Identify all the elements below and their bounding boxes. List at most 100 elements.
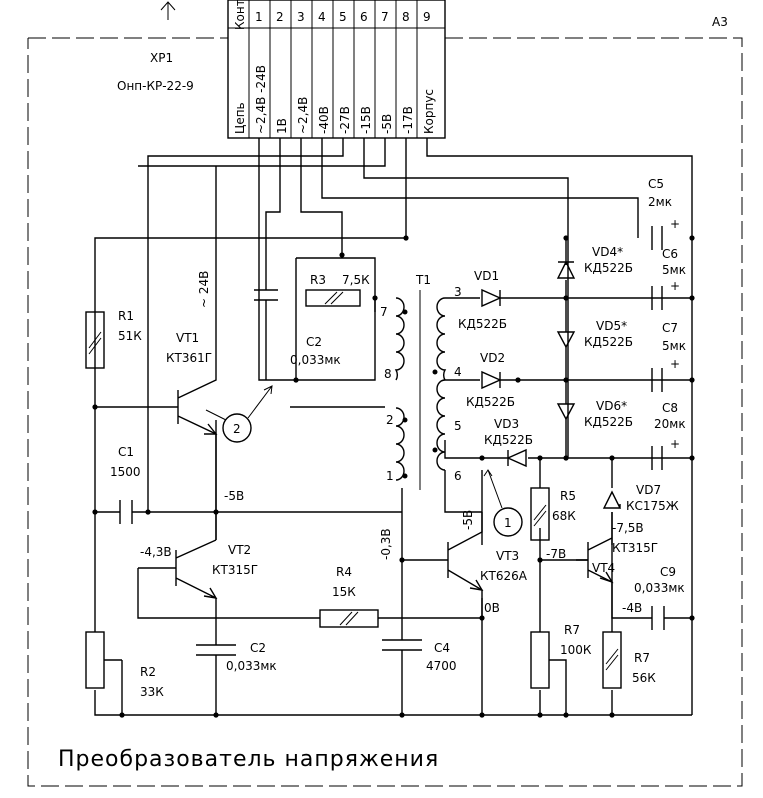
xp1-ref: XP1 <box>150 51 173 65</box>
callout-1-label: 1 <box>504 516 512 530</box>
resistor-r7a: R7 100К <box>530 623 592 715</box>
voltage-label: -7,5В <box>612 521 644 535</box>
resistor-r2: R2 33К <box>85 631 164 699</box>
resistor-r5: R5 68К <box>530 487 576 541</box>
capacitor-c4: C4 4700 <box>382 639 457 673</box>
r5-value: 68К <box>552 509 576 523</box>
callout-1: 1 <box>483 469 523 537</box>
vt2-value: КТ315Г <box>212 563 258 577</box>
c8-ref: C8 <box>662 401 678 415</box>
xp1-pin-num: 8 <box>402 10 410 24</box>
xp1-pin-num: 5 <box>339 10 347 24</box>
vd6-value: КД522Б <box>584 415 633 429</box>
voltage-label: -5В <box>224 489 244 503</box>
resistor-r3: R3 7,5К <box>305 273 370 307</box>
xp1-pin-num: 4 <box>318 10 326 24</box>
capacitor-c2a: C2 0,033мк <box>254 289 341 380</box>
resistor-r4: R4 15К <box>319 565 379 628</box>
xp1-pin-net: -40В <box>317 106 331 134</box>
c8-value: 20мк <box>654 417 686 431</box>
voltage-label: -0,3В <box>379 528 393 560</box>
c2b-value: 0,033мк <box>226 659 277 673</box>
r7b-value: 56К <box>632 671 656 685</box>
t1-pin: 5 <box>454 419 462 433</box>
connector-xp1: XP1 Онп-КР-22-9 Конт. Цепь 1 2 3 4 5 6 7… <box>117 0 446 139</box>
c2b-ref: C2 <box>250 641 266 655</box>
transistor-vt4: VT4 КТ315Г <box>576 537 658 598</box>
xp1-pin-num: 3 <box>297 10 305 24</box>
c6-ref: C6 <box>662 247 678 261</box>
transistor-vt1: VT1 КТ361Г <box>160 166 218 540</box>
r2-ref: R2 <box>140 665 156 679</box>
xp1-pin-net: 1В <box>275 118 289 134</box>
c5-value: 2мк <box>648 195 672 209</box>
c7-ref: C7 <box>662 321 678 335</box>
capacitor-c7: C7 5мк + <box>651 321 686 392</box>
xp1-pin-net: -27В <box>338 106 352 134</box>
capacitor-c5: C5 2мк + <box>648 177 680 250</box>
vd7-value: КС175Ж <box>626 499 679 513</box>
xp1-pin-net: ~2,4В <box>296 97 310 134</box>
c4-value: 4700 <box>426 659 457 673</box>
diode-vd4: VD4* КД522Б <box>556 245 633 279</box>
vt3-value: КТ626А <box>480 569 528 583</box>
vd5-value: КД522Б <box>584 335 633 349</box>
callout-2: 2 <box>205 385 273 443</box>
voltage-label: 0В <box>484 601 500 615</box>
sheet-format: A3 <box>712 15 728 29</box>
vd1-value: КД522Б <box>458 317 507 331</box>
r7a-ref: R7 <box>564 623 580 637</box>
c2a-ref: C2 <box>306 335 322 349</box>
xp1-header-circuit: Цепь <box>233 102 247 134</box>
capacitor-c1: C1 1500 <box>110 445 141 524</box>
c7-value: 5мк <box>662 339 686 353</box>
c5-ref: C5 <box>648 177 664 191</box>
vd2-value: КД522Б <box>466 395 515 409</box>
vt1-ref: VT1 <box>176 331 199 345</box>
xp1-pin-net: -17В <box>401 106 415 134</box>
xp1-pin-net: ~2,4В -24В <box>254 65 268 134</box>
voltage-label: -5В <box>461 510 475 530</box>
xp1-pin-num: 1 <box>255 10 263 24</box>
frame: A3 Преобразователь напряжения <box>27 1 743 787</box>
xp1-pin-net: -15В <box>359 106 373 134</box>
diode-vd1: VD1 КД522Б <box>458 269 507 331</box>
xp1-pin-num: 6 <box>360 10 368 24</box>
t1-pin: 7 <box>380 305 388 319</box>
c5-plus: + <box>670 217 680 231</box>
diode-vd2: VD2 КД522Б <box>466 351 515 409</box>
wires <box>94 138 693 716</box>
t1-pin: 4 <box>454 365 462 379</box>
vd3-value: КД522Б <box>484 433 533 447</box>
voltage-label: -7В <box>546 547 566 561</box>
sheet-title: Преобразователь напряжения <box>58 747 439 772</box>
voltage-annotations: ~ 24В -5В -4,3В -0,3В -5В -7В -7,5В -4В … <box>140 271 644 615</box>
r7b-ref: R7 <box>634 651 650 665</box>
r2-value: 33К <box>140 685 164 699</box>
r5-ref: R5 <box>560 489 576 503</box>
capacitor-c6: C6 5мк + <box>651 247 686 310</box>
diode-vd3: VD3 КД522Б <box>484 417 533 468</box>
c2a-value: 0,033мк <box>290 353 341 367</box>
transistor-vt3: VT3 КТ626А <box>438 512 528 618</box>
c6-plus: + <box>670 279 680 293</box>
xp1-pin-net: Корпус <box>422 89 436 134</box>
t1-pin: 2 <box>386 413 394 427</box>
r4-value: 15К <box>332 585 356 599</box>
t1-ref: T1 <box>415 273 431 287</box>
t1-pin: 3 <box>454 285 462 299</box>
voltage-label: -4,3В <box>140 545 172 559</box>
r3-value: 7,5К <box>342 273 370 287</box>
vd4-value: КД522Б <box>584 261 633 275</box>
t1-pin: 1 <box>386 469 394 483</box>
resistor-r1: R1 51К <box>85 309 142 369</box>
c8-plus: + <box>670 437 680 451</box>
diode-vd5: VD5* КД522Б <box>556 319 633 349</box>
capacitor-c2b: C2 0,033мк <box>196 641 277 673</box>
capacitor-c8: C8 20мк + <box>651 401 686 470</box>
c1-ref: C1 <box>118 445 134 459</box>
r4-ref: R4 <box>336 565 352 579</box>
voltage-label: -4В <box>622 601 642 615</box>
c6-value: 5мк <box>662 263 686 277</box>
